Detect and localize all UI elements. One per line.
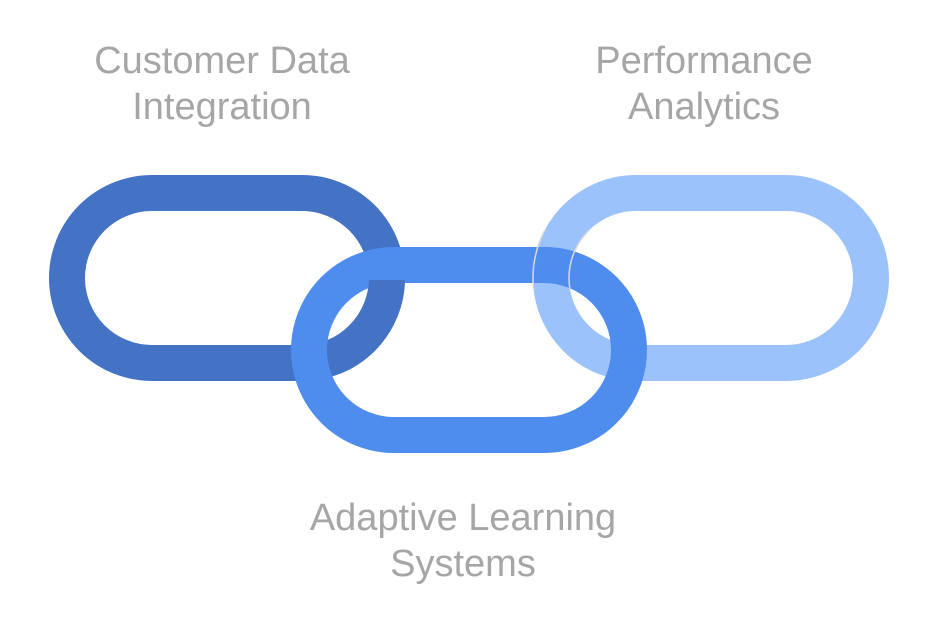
label-line: Analytics (627, 86, 781, 128)
label-customer-data-integration: Customer Data Integration (72, 38, 372, 130)
label-line: Adaptive Learning (309, 497, 617, 539)
label-line: Systems (390, 543, 536, 585)
link-right-outline (532, 230, 591, 290)
label-line: Performance (595, 40, 813, 82)
label-adaptive-learning-systems: Adaptive Learning Systems (283, 495, 643, 587)
label-line: Customer Data (94, 40, 350, 82)
link-middle (291, 247, 647, 453)
label-line: Integration (132, 86, 312, 128)
label-performance-analytics: Performance Analytics (554, 38, 854, 130)
